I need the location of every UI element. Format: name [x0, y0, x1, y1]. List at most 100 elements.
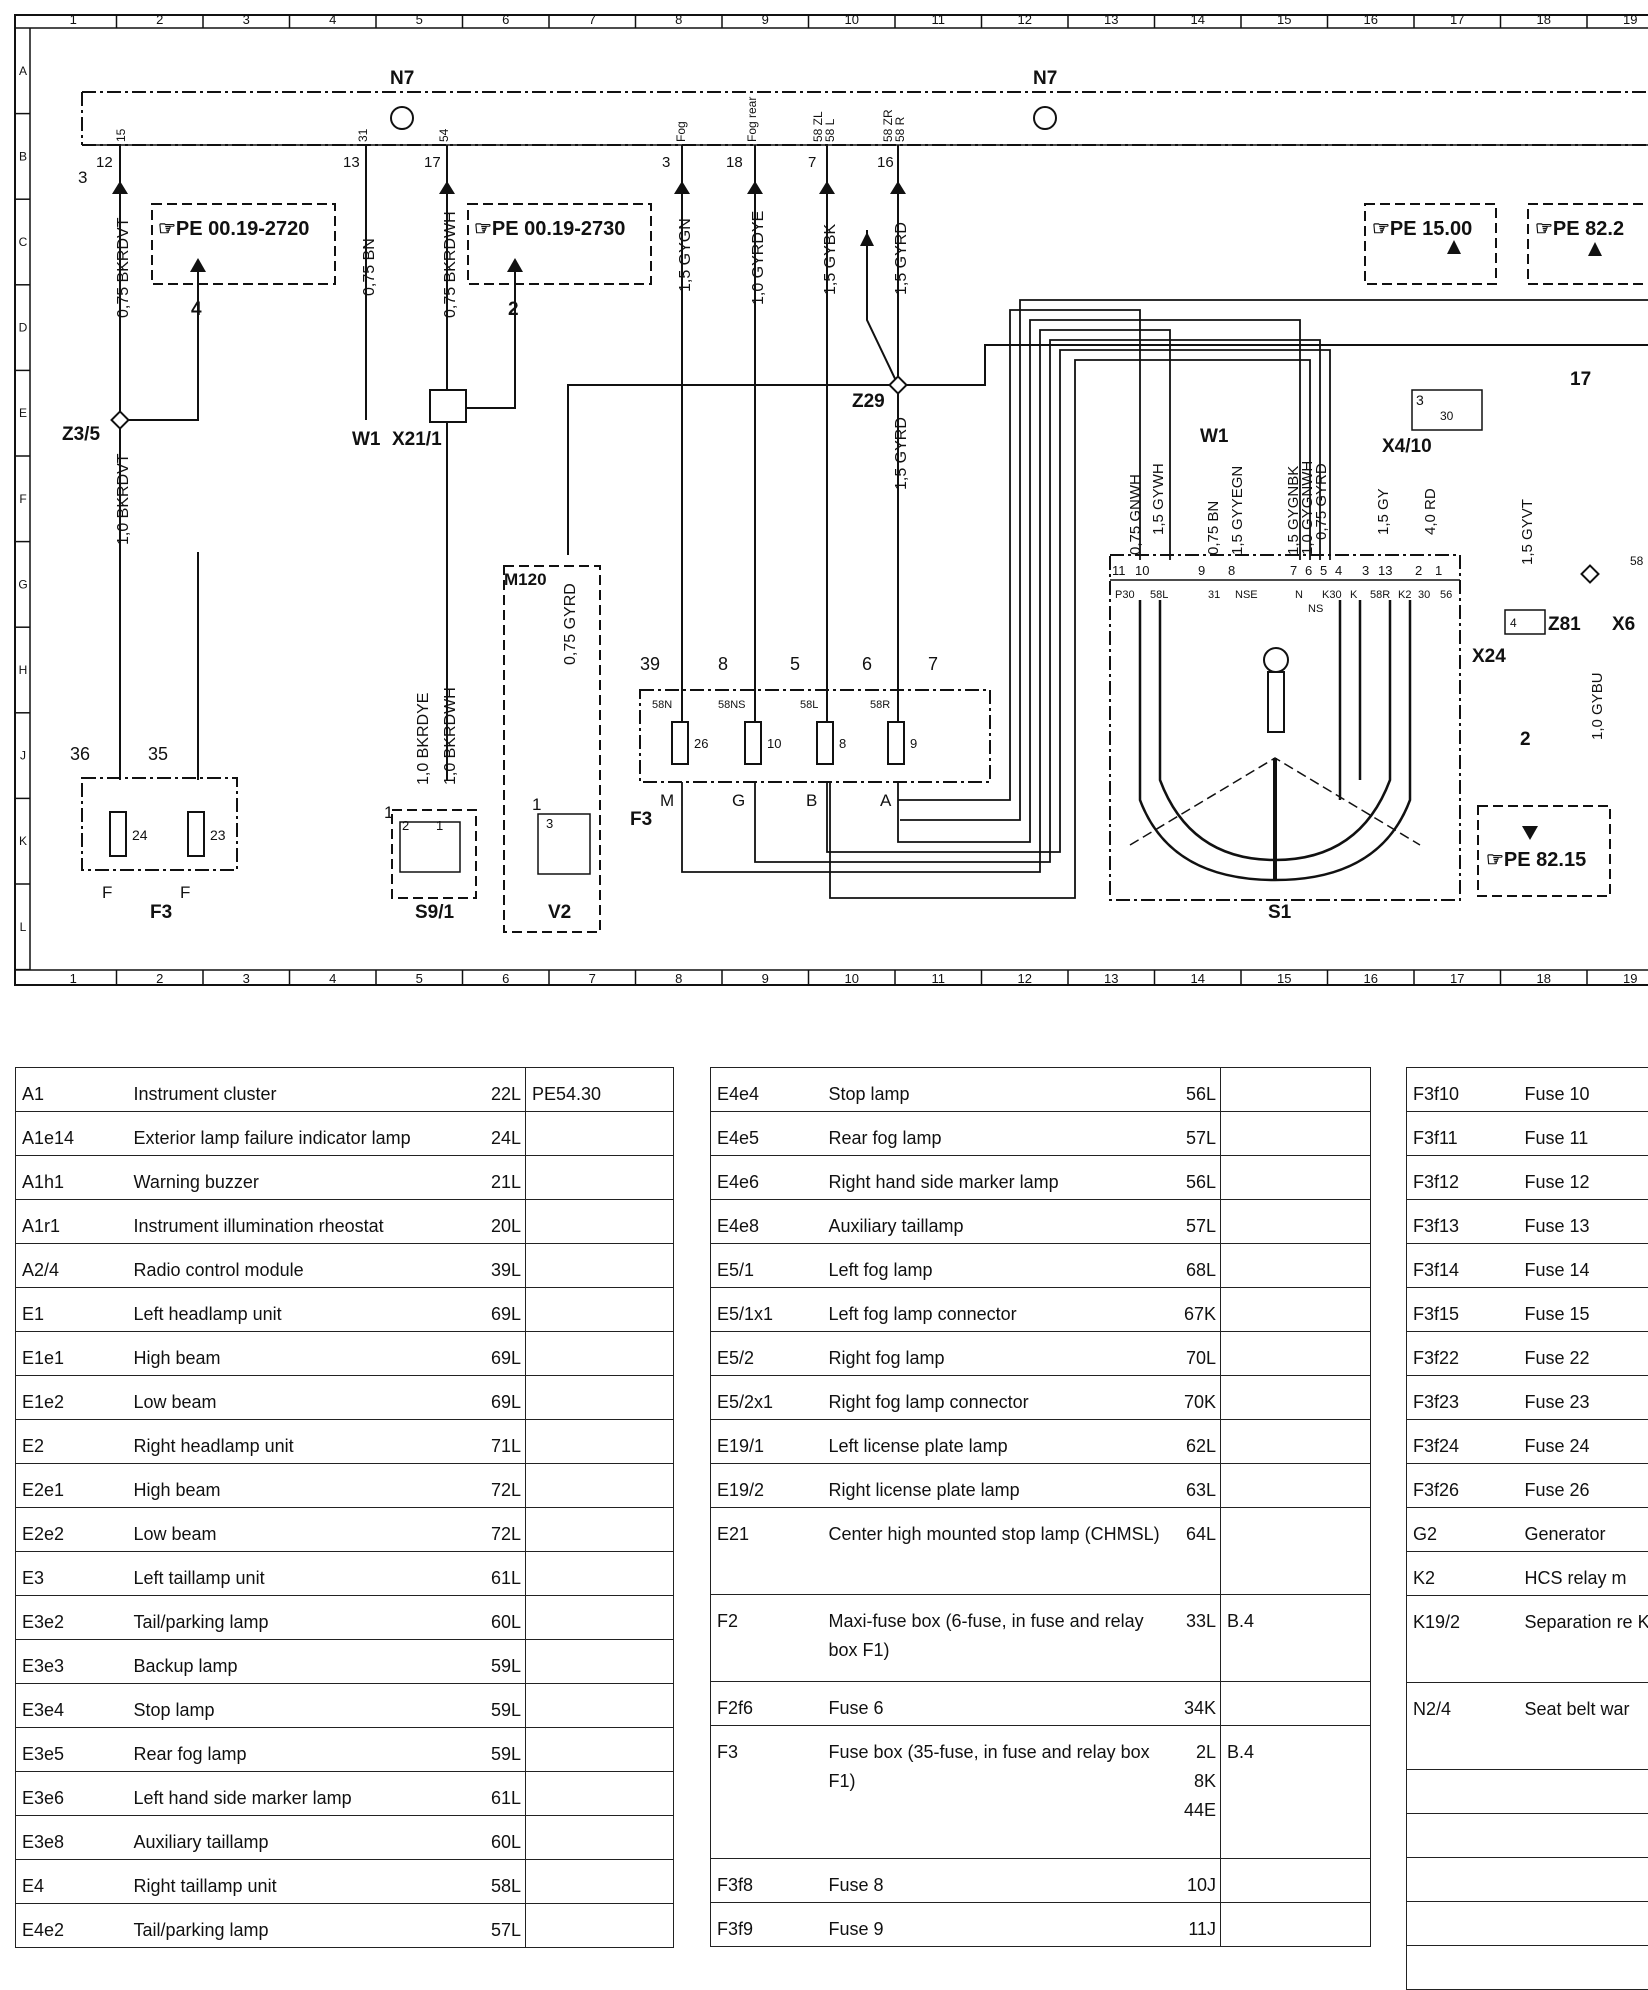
legend-ref: 70K — [1173, 1376, 1221, 1420]
wire-label: 1,0 BKRDVT — [115, 453, 132, 545]
pin-label: 56 — [1440, 589, 1452, 601]
component-m120: M120 — [504, 570, 547, 589]
legend-code: E3e5 — [16, 1728, 128, 1772]
grid-row-label: L — [20, 920, 27, 934]
legend-ref: 71L — [478, 1420, 526, 1464]
legend-note — [526, 1816, 674, 1860]
ref-pe-82-2: ☞PE 82.2 — [1535, 218, 1624, 240]
wire-label: 1,0 GYRDYE — [750, 211, 767, 305]
legend-note — [526, 1596, 674, 1640]
pin-label: N — [1295, 589, 1303, 601]
legend-ref: 57L — [1173, 1200, 1221, 1244]
legend-code: A2/4 — [16, 1244, 128, 1288]
pin-label: 58L — [800, 699, 818, 711]
wire-label: 1,5 GYVT — [1519, 499, 1536, 565]
legend-ref: 56L — [1173, 1156, 1221, 1200]
pin-label: 1 — [1435, 563, 1442, 578]
pin-label: NS — [1308, 603, 1323, 615]
wire-label: 1,0 GYBU — [1589, 672, 1606, 740]
legend-desc — [1519, 1814, 1648, 1858]
grid-column-label: 8 — [675, 971, 682, 986]
legend-note: PE54.30 — [526, 1068, 674, 1112]
legend-desc: Generator — [1519, 1508, 1648, 1552]
pin-label: F — [102, 883, 112, 902]
legend-ref: 67K — [1173, 1288, 1221, 1332]
legend-ref: 11J — [1173, 1903, 1221, 1947]
wire-label: 1,5 GYYEGN — [1229, 466, 1246, 555]
pin-label: 9 — [1198, 563, 1205, 578]
grid-column-label: 2 — [156, 12, 163, 27]
legend-note — [526, 1772, 674, 1816]
grid-column-label: 15 — [1277, 12, 1291, 27]
legend-desc: Fuse 8 — [823, 1859, 1173, 1903]
grid-column-label: 10 — [845, 12, 859, 27]
grid-column-label: 11 — [932, 12, 946, 27]
legend-desc: Instrument cluster — [128, 1068, 478, 1112]
grid-column-label: 14 — [1191, 971, 1205, 986]
legend-ref: 60L — [478, 1596, 526, 1640]
legend-ref: 72L — [478, 1464, 526, 1508]
legend-desc: Backup lamp — [128, 1640, 478, 1684]
legend-code: A1r1 — [16, 1200, 128, 1244]
legend-code: E4e6 — [711, 1156, 823, 1200]
grid-column-label: 10 — [845, 971, 859, 986]
wire-label: 0,75 GYRD — [562, 583, 579, 665]
grid-column-label: 8 — [675, 12, 682, 27]
pin-function: 54 — [437, 128, 451, 142]
legend-code: F3f15 — [1407, 1288, 1519, 1332]
pin-label: P30 — [1115, 589, 1135, 601]
legend-code: E4e8 — [711, 1200, 823, 1244]
pin-label: NSE — [1235, 589, 1258, 601]
component-x24: X24 — [1472, 646, 1506, 667]
ref-pe-00-19-2720: ☞PE 00.19-2720 — [158, 218, 309, 240]
grid-column-label: 7 — [589, 12, 596, 27]
component-z29: Z29 — [852, 391, 885, 412]
grid-column-label: 14 — [1191, 12, 1205, 27]
legend-code: E3e6 — [16, 1772, 128, 1816]
grid-column-label: 11 — [932, 971, 946, 986]
component-x4-10: X4/10 — [1382, 436, 1432, 457]
legend-desc: Left fog lamp connector — [823, 1288, 1173, 1332]
legend-ref: 72L — [478, 1508, 526, 1552]
legend-code: N2/4 — [1407, 1683, 1519, 1770]
legend-desc: Rear fog lamp — [823, 1112, 1173, 1156]
legend-code: F3f13 — [1407, 1200, 1519, 1244]
pin-label: 7 — [808, 154, 816, 171]
legend-code: F3f24 — [1407, 1420, 1519, 1464]
legend-desc: Rear fog lamp — [128, 1728, 478, 1772]
component-w1-b: W1 — [1200, 426, 1229, 447]
grid-column-label: 19 — [1623, 971, 1637, 986]
legend-code: E5/1 — [711, 1244, 823, 1288]
legend-note — [526, 1860, 674, 1904]
legend-desc: Fuse 23 — [1519, 1376, 1648, 1420]
wire-label: 1,5 GYRD — [893, 417, 910, 490]
pin-label: 1 — [384, 803, 393, 822]
legend-code: E19/1 — [711, 1420, 823, 1464]
legend-note — [526, 1332, 674, 1376]
legend-ref: 69L — [478, 1332, 526, 1376]
legend-code: K19/2 — [1407, 1596, 1519, 1683]
pin-label: 4 — [1335, 563, 1342, 578]
pin-label: 1 — [532, 795, 541, 814]
legend-code: F3 — [711, 1726, 823, 1859]
legend-ref: 34K — [1173, 1682, 1221, 1726]
wire-label: 0,75 GYRD — [1313, 463, 1330, 540]
legend-code: E2 — [16, 1420, 128, 1464]
legend-desc: Seat belt war — [1519, 1683, 1648, 1770]
legend-ref: 68L — [1173, 1244, 1221, 1288]
pin-label: 39 — [640, 654, 660, 674]
legend-desc: High beam — [128, 1332, 478, 1376]
